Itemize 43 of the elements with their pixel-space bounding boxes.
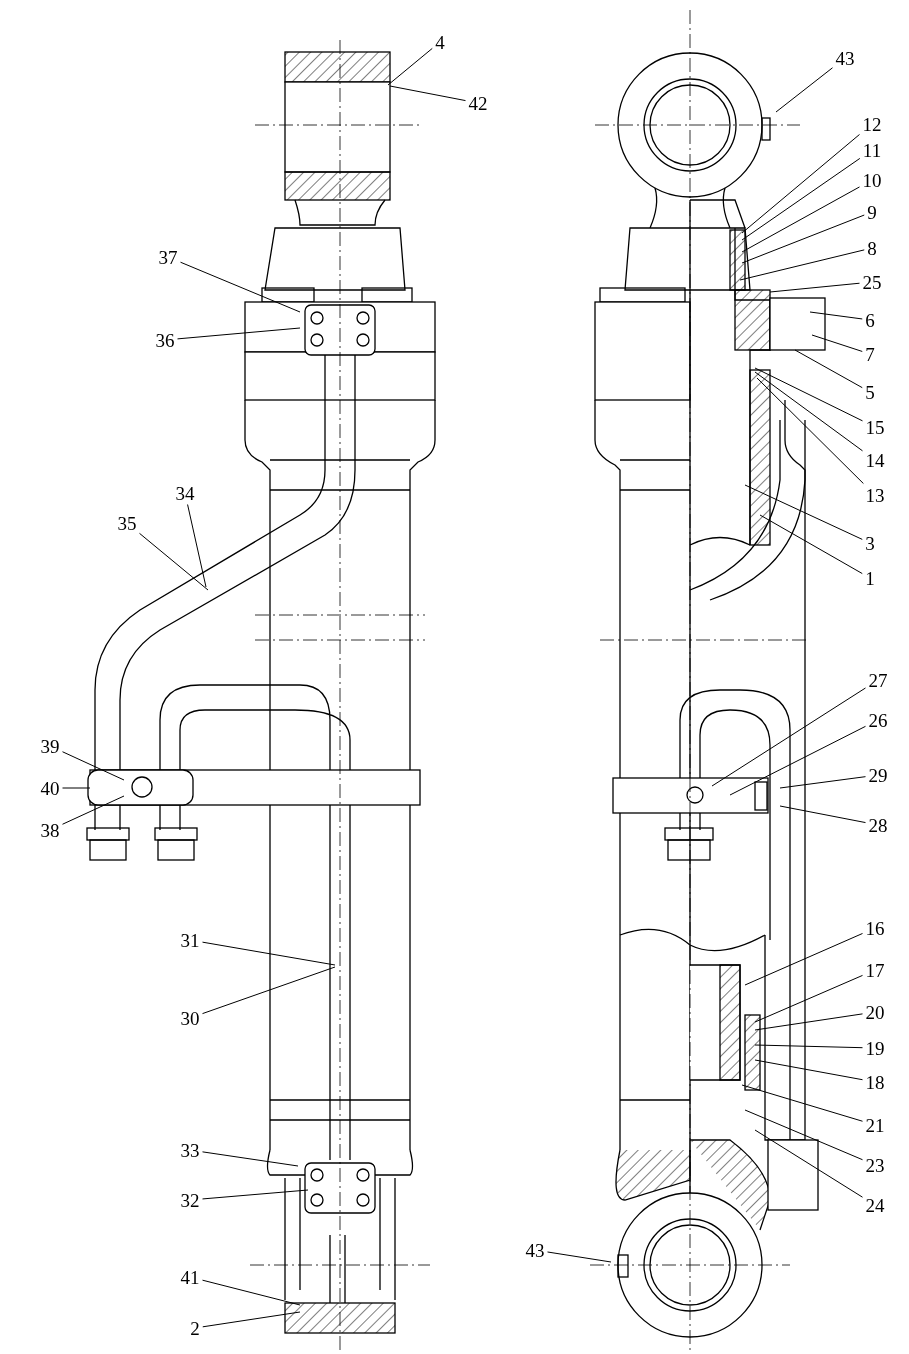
leader-line xyxy=(754,1129,863,1198)
leader-line xyxy=(180,261,301,313)
leader-line xyxy=(754,1059,863,1081)
leader-line xyxy=(794,349,863,389)
leader-line xyxy=(754,1013,863,1031)
leader-line xyxy=(711,687,866,787)
leader-line xyxy=(387,47,433,86)
leader-line xyxy=(754,367,863,422)
leader-line xyxy=(754,974,863,1023)
leader-line xyxy=(202,1151,299,1167)
leader-line xyxy=(739,249,865,281)
leader-line xyxy=(741,157,861,241)
leader-line xyxy=(811,334,863,352)
leader-line xyxy=(744,933,863,986)
leader-line xyxy=(62,787,91,789)
leader-line xyxy=(769,282,860,293)
leader-line xyxy=(547,1251,612,1263)
leader-line xyxy=(741,186,860,253)
leader-line xyxy=(779,805,866,824)
leader-line xyxy=(389,85,466,102)
leader-line xyxy=(729,725,866,796)
leader-line xyxy=(202,941,336,966)
leader-line xyxy=(759,514,863,575)
leader-line xyxy=(754,371,863,452)
leader-line xyxy=(202,1311,301,1328)
leader-line xyxy=(779,776,866,789)
leader-line xyxy=(756,377,864,484)
leader-line xyxy=(62,795,125,825)
leader-line xyxy=(187,504,207,588)
leader-line xyxy=(775,67,833,113)
leader-line xyxy=(177,327,301,340)
leader-line xyxy=(741,134,860,234)
leader-line xyxy=(62,751,125,781)
leader-line xyxy=(139,532,209,591)
leader-line xyxy=(202,966,336,1015)
leader-line xyxy=(741,214,865,264)
leader-line xyxy=(809,311,863,320)
leader-line xyxy=(754,1044,863,1049)
leader-line xyxy=(744,484,863,540)
leader-line xyxy=(744,1109,863,1161)
leader-line xyxy=(741,1084,863,1122)
leader-line xyxy=(202,1189,309,1200)
leader-line xyxy=(202,1279,301,1306)
